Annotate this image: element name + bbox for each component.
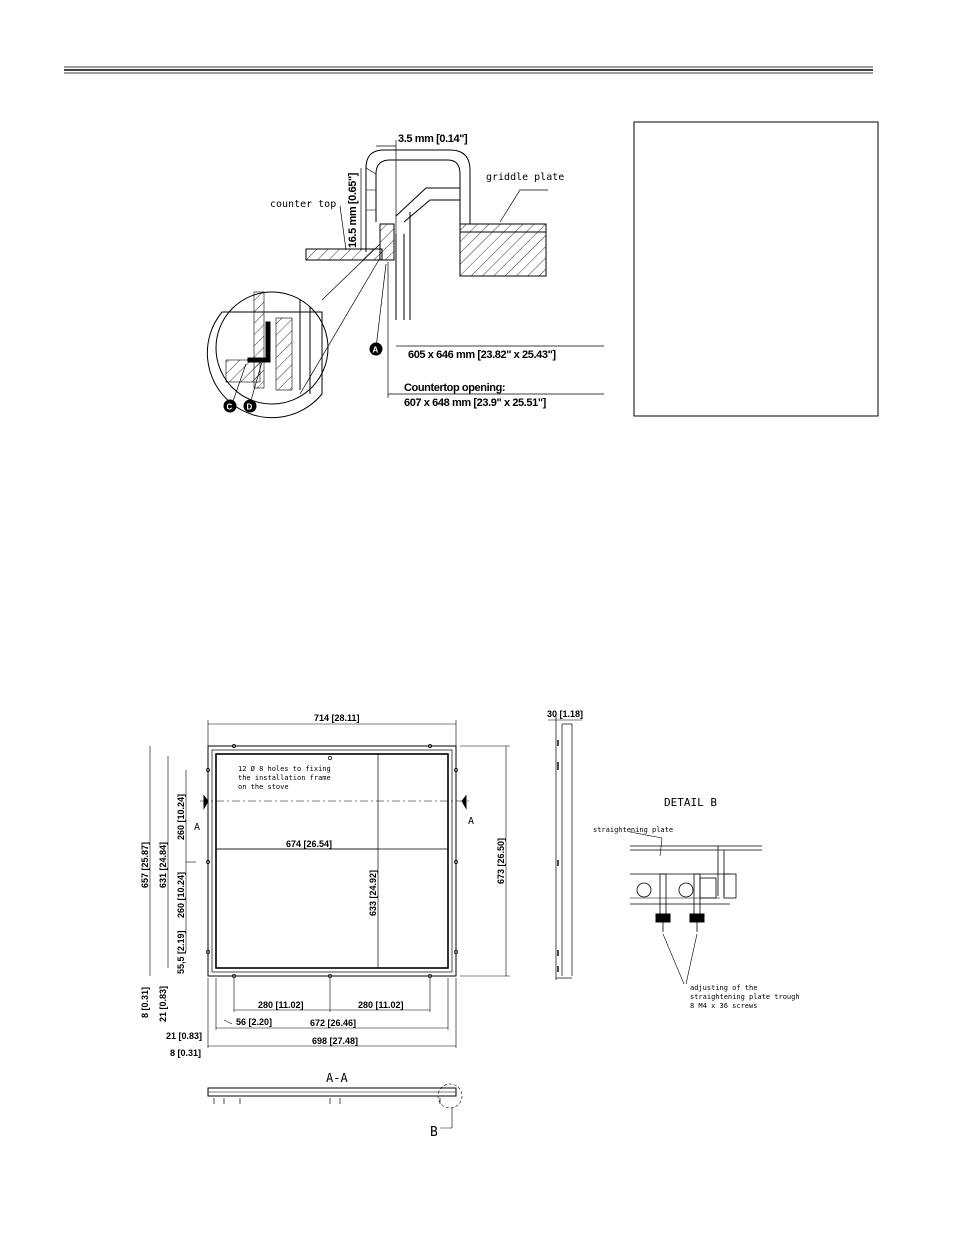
dim-674: 674 [26.54] [286,839,332,849]
dim-21-bottom: 21 [0.83] [166,1031,202,1041]
dim-30: 30 [1.18] [547,709,583,719]
detail-b-drawing [629,831,762,985]
header-rule [64,66,873,74]
dim-698: 698 [27.48] [312,1036,358,1046]
trim-block [379,223,395,261]
frame-profile [365,149,471,252]
adjusting-note-2: straightening plate trough [690,993,800,1001]
installation-frame-side-view [548,716,582,980]
notes-box [633,121,879,417]
dim-714: 714 [28.11] [314,713,360,723]
section-marker-right: A [468,816,474,827]
callout-a-letter: A [373,346,379,355]
griddle-plate-label: griddle plate [486,172,564,183]
installation-frame-plan [149,720,510,1129]
adjusting-note-3: 8 M4 x 36 screws [690,1002,757,1010]
callout-c-letter: C [227,403,233,412]
dim-21-left: 21 [0.83] [158,986,168,1022]
griddle-plate [459,223,547,277]
dim-633: 633 [24.92] [368,870,378,916]
dim-673: 673 [26.50] [496,838,506,884]
dim-56: 56 [2.20] [236,1017,272,1027]
detail-marker: B [430,1125,438,1140]
dim-260-upper: 260 [10.24] [176,794,186,840]
dim-672: 672 [26.46] [310,1018,356,1028]
dim-height-label: 16.5 mm [0.65"] [347,172,359,248]
mounting-holes [206,744,458,978]
dim-8-top: 8 [0.31] [140,987,150,1018]
callout-a-icon [369,342,383,356]
countertop-opening-title: Countertop opening: [404,382,505,394]
dim-8-bottom: 8 [0.31] [170,1048,201,1058]
dim-55-5: 55,5 [2.19] [176,930,186,974]
dim-gap-label: 3.5 mm [0.14"] [398,133,468,145]
holes-note-3: on the stove [238,783,289,791]
section-title: A-A [326,1071,348,1085]
straightening-plate-label: straightening plate [593,826,673,834]
dim-631: 631 [24.84] [158,842,168,888]
counter-top-label: counter top [270,199,336,210]
callout-c-icon [223,399,237,413]
frame-dimension-label: 605 x 646 mm [23.82" x 25.43"] [408,349,556,361]
dim-260-lower: 260 [10.24] [176,872,186,918]
adjusting-note-1: adjusting of the [690,984,757,992]
callout-d-letter: D [247,403,253,412]
callout-d-icon [243,399,257,413]
detail-b-title: DETAIL B [664,796,717,809]
section-marker-left: A [194,822,200,833]
dim-280-right: 280 [11.02] [358,1000,404,1010]
counter-top-slab [305,248,383,261]
dim-657: 657 [25.87] [140,842,150,888]
countertop-opening-value: 607 x 648 mm [23.9" x 25.51"] [404,397,547,409]
zoom-detail-circle [206,311,323,419]
installation-section-detail [206,140,604,419]
holes-note-1: 12 Ø 8 holes to fixing [238,765,331,773]
dim-280-left: 280 [11.02] [258,1000,304,1010]
holes-note-2: the installation frame [238,774,331,782]
